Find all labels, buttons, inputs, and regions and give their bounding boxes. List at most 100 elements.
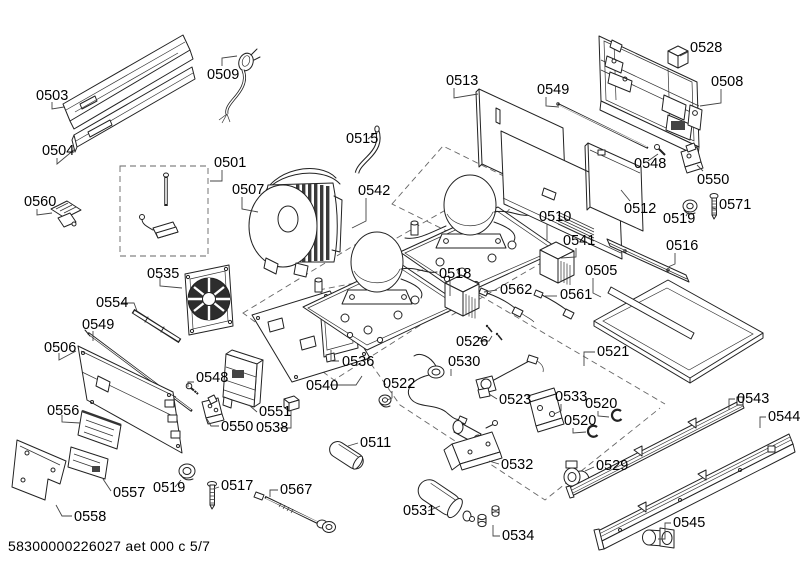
part-drawing-0561 [533,289,575,320]
leader-line-0545 [658,522,671,540]
part-label-0516: 0516 [666,238,698,254]
leader-line-0526 [480,335,493,342]
part-drawing-0549-top-rod [556,102,649,149]
part-drawing-0519-right [682,199,698,215]
leader-line-0511 [347,442,359,447]
leader-line-0519-right [685,210,690,217]
leader-line-0529 [584,466,595,472]
part-label-0520-b: 0520 [564,413,596,429]
part-label-0526: 0526 [456,334,488,350]
part-drawing-0501-sensor [139,172,179,239]
leader-line-0550-right [696,164,704,172]
part-drawing-0533 [527,387,565,433]
part-drawing-0562 [478,287,535,323]
part-drawing-0526 [479,324,503,341]
leader-line-0519-left [174,479,182,488]
part-label-0510: 0510 [539,209,571,225]
part-label-0550-left: 0550 [221,419,253,435]
part-label-0540: 0540 [306,378,338,394]
leader-line-0557 [102,478,112,492]
part-label-0554: 0554 [96,295,128,311]
part-label-0519-left: 0519 [153,480,185,496]
part-label-0533: 0533 [555,389,587,405]
part-label-0509: 0509 [207,67,239,83]
leader-line-0516 [667,253,676,268]
leader-line-0513 [453,88,479,99]
part-label-0515: 0515 [346,131,378,147]
part-drawing-0567 [253,491,336,533]
leader-line-0521 [583,351,595,366]
leader-line-0556 [61,415,81,424]
leader-line-0509 [221,55,238,66]
part-label-0567: 0567 [280,482,312,498]
part-drawing-0510-panel [500,130,623,260]
part-drawing-0550-right [680,142,704,174]
part-label-0556: 0556 [47,403,79,419]
leader-line-0538 [280,411,292,429]
leader-line-0534 [492,525,500,537]
part-label-0558: 0558 [74,509,106,525]
part-label-0560: 0560 [24,194,56,210]
part-drawing-0517 [207,481,217,510]
leader-line-0532 [488,460,500,465]
leader-line-0550-left [206,418,219,427]
part-drawing-0545 [642,527,675,549]
part-drawing-0534 [477,505,500,528]
part-label-0549-top: 0549 [537,82,569,98]
part-drawing-0554 [131,308,182,344]
part-label-0511: 0511 [360,435,391,451]
part-drawing-0503 [62,34,194,130]
leader-line-0505 [592,278,602,298]
leader-line-0503 [51,102,65,110]
part-drawing-0531 [417,479,475,522]
part-drawing-0512 [584,142,644,232]
part-label-0517: 0517 [221,478,253,494]
leader-line-0548-right [647,153,659,162]
part-labels: 0503050405090560050105070515054205130549… [24,40,800,544]
part-drawing-0520-b [586,424,599,438]
leader-line-0571 [711,207,718,210]
part-label-0507: 0507 [232,182,264,198]
part-drawing-0515 [354,125,381,174]
part-drawing-0520-a [610,408,623,422]
part-drawing-0507 [248,168,343,278]
part-drawing-0538 [283,395,300,412]
leader-line-0501 [210,170,223,182]
part-label-0544: 0544 [768,409,800,425]
part-label-0548-left: 0548 [196,370,228,386]
part-drawing-0505 [593,279,764,384]
leader-line-0508 [699,89,722,107]
part-label-0545: 0545 [673,515,705,531]
part-drawing-0535 [184,264,234,336]
part-label-0561: 0561 [560,287,592,303]
leader-line-0517 [212,486,220,490]
part-drawing-0504 [71,66,196,153]
part-label-0557: 0557 [113,485,145,501]
part-label-0542: 0542 [358,183,390,199]
leader-line-0528 [679,51,689,57]
part-drawing-0519-left [178,463,196,481]
part-drawing-0516 [606,238,690,283]
part-drawing-0530 [407,353,468,425]
leader-line-0543 [728,398,735,410]
part-drawing-0506 [77,345,183,454]
dashed-region-0521-top [318,267,666,405]
part-label-0520-a: 0520 [585,396,617,412]
part-drawing-0560 [50,200,82,228]
part-label-0508: 0508 [711,74,743,90]
leader-line-0558 [55,504,72,517]
part-label-0523: 0523 [499,392,531,408]
part-label-0528: 0528 [690,40,722,56]
part-label-0503: 0503 [36,88,68,104]
part-label-0543: 0543 [737,391,769,407]
part-drawing-0510-compressor [399,174,561,296]
part-label-0562: 0562 [500,282,532,298]
leader-line-0522 [386,391,393,401]
leader-line-0504 [56,148,76,165]
leader-line-0551 [248,404,258,413]
document-number: 58300000226027 aet 000 c 5/7 [8,538,211,554]
part-label-0549-left: 0549 [82,317,114,333]
leader-line-0536 [330,350,339,362]
leader-line-0507 [241,197,259,213]
